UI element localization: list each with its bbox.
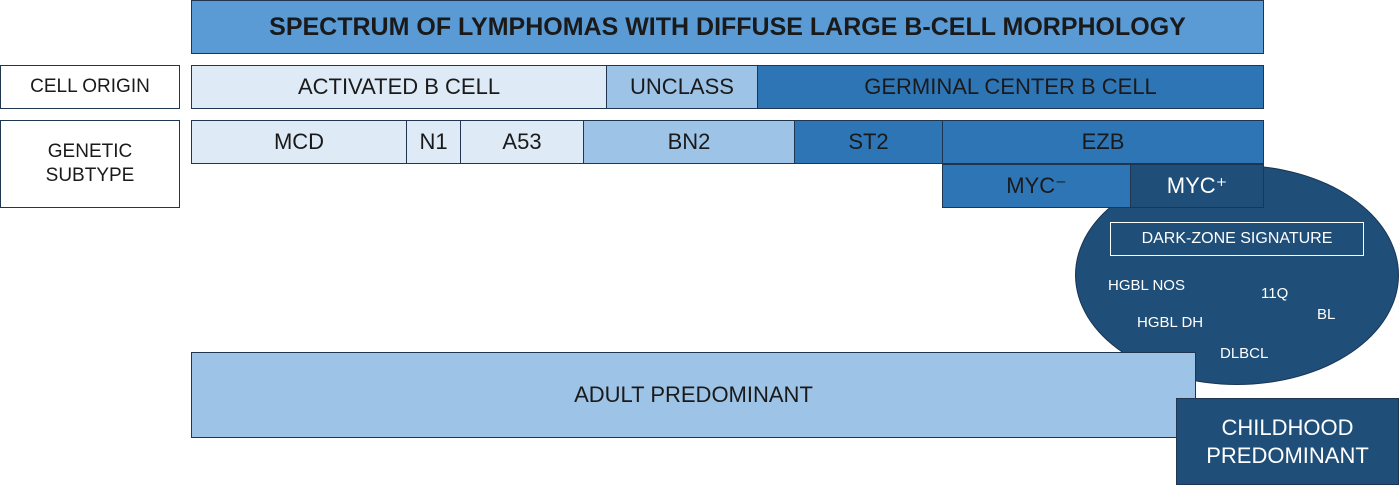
dlbcl-label: DLBCL — [1220, 345, 1269, 362]
diagram-title: SPECTRUM OF LYMPHOMAS WITH DIFFUSE LARGE… — [191, 0, 1264, 54]
cell-origin-unclass: UNCLASS — [606, 65, 758, 109]
dark-zone-signature-box: DARK-ZONE SIGNATURE — [1110, 222, 1364, 256]
hgbl-nos-label: HGBL NOS — [1108, 277, 1185, 294]
myc-negative: MYC⁻ — [942, 164, 1131, 208]
genetic-subtype-label: GENETIC SUBTYPE — [0, 120, 180, 208]
hgbl-dh-label: HGBL DH — [1137, 314, 1204, 331]
adult-predominant-bar: ADULT PREDOMINANT — [191, 352, 1196, 438]
subtype-ezb: EZB — [942, 120, 1264, 164]
subtype-st2: ST2 — [794, 120, 943, 164]
11q-label: 11Q — [1261, 285, 1289, 302]
cell-origin-germinal-center-b-cell: GERMINAL CENTER B CELL — [757, 65, 1264, 109]
genetic-subtype-label-line1: GENETIC — [47, 141, 133, 162]
childhood-label-line2: PREDOMINANT — [1206, 442, 1369, 468]
childhood-label-line1: CHILDHOOD — [1221, 414, 1354, 440]
bl-label: BL — [1317, 306, 1336, 323]
subtype-bn2: BN2 — [583, 120, 795, 164]
subtype-a53: A53 — [460, 120, 584, 164]
subtype-n1: N1 — [406, 120, 461, 164]
subtype-mcd: MCD — [191, 120, 407, 164]
cell-origin-label: CELL ORIGIN — [0, 65, 180, 109]
childhood-predominant-box: CHILDHOOD PREDOMINANT — [1176, 398, 1399, 485]
myc-positive: MYC⁺ — [1130, 164, 1264, 208]
cell-origin-activated-b-cell: ACTIVATED B CELL — [191, 65, 607, 109]
genetic-subtype-label-line2: SUBTYPE — [45, 165, 135, 186]
